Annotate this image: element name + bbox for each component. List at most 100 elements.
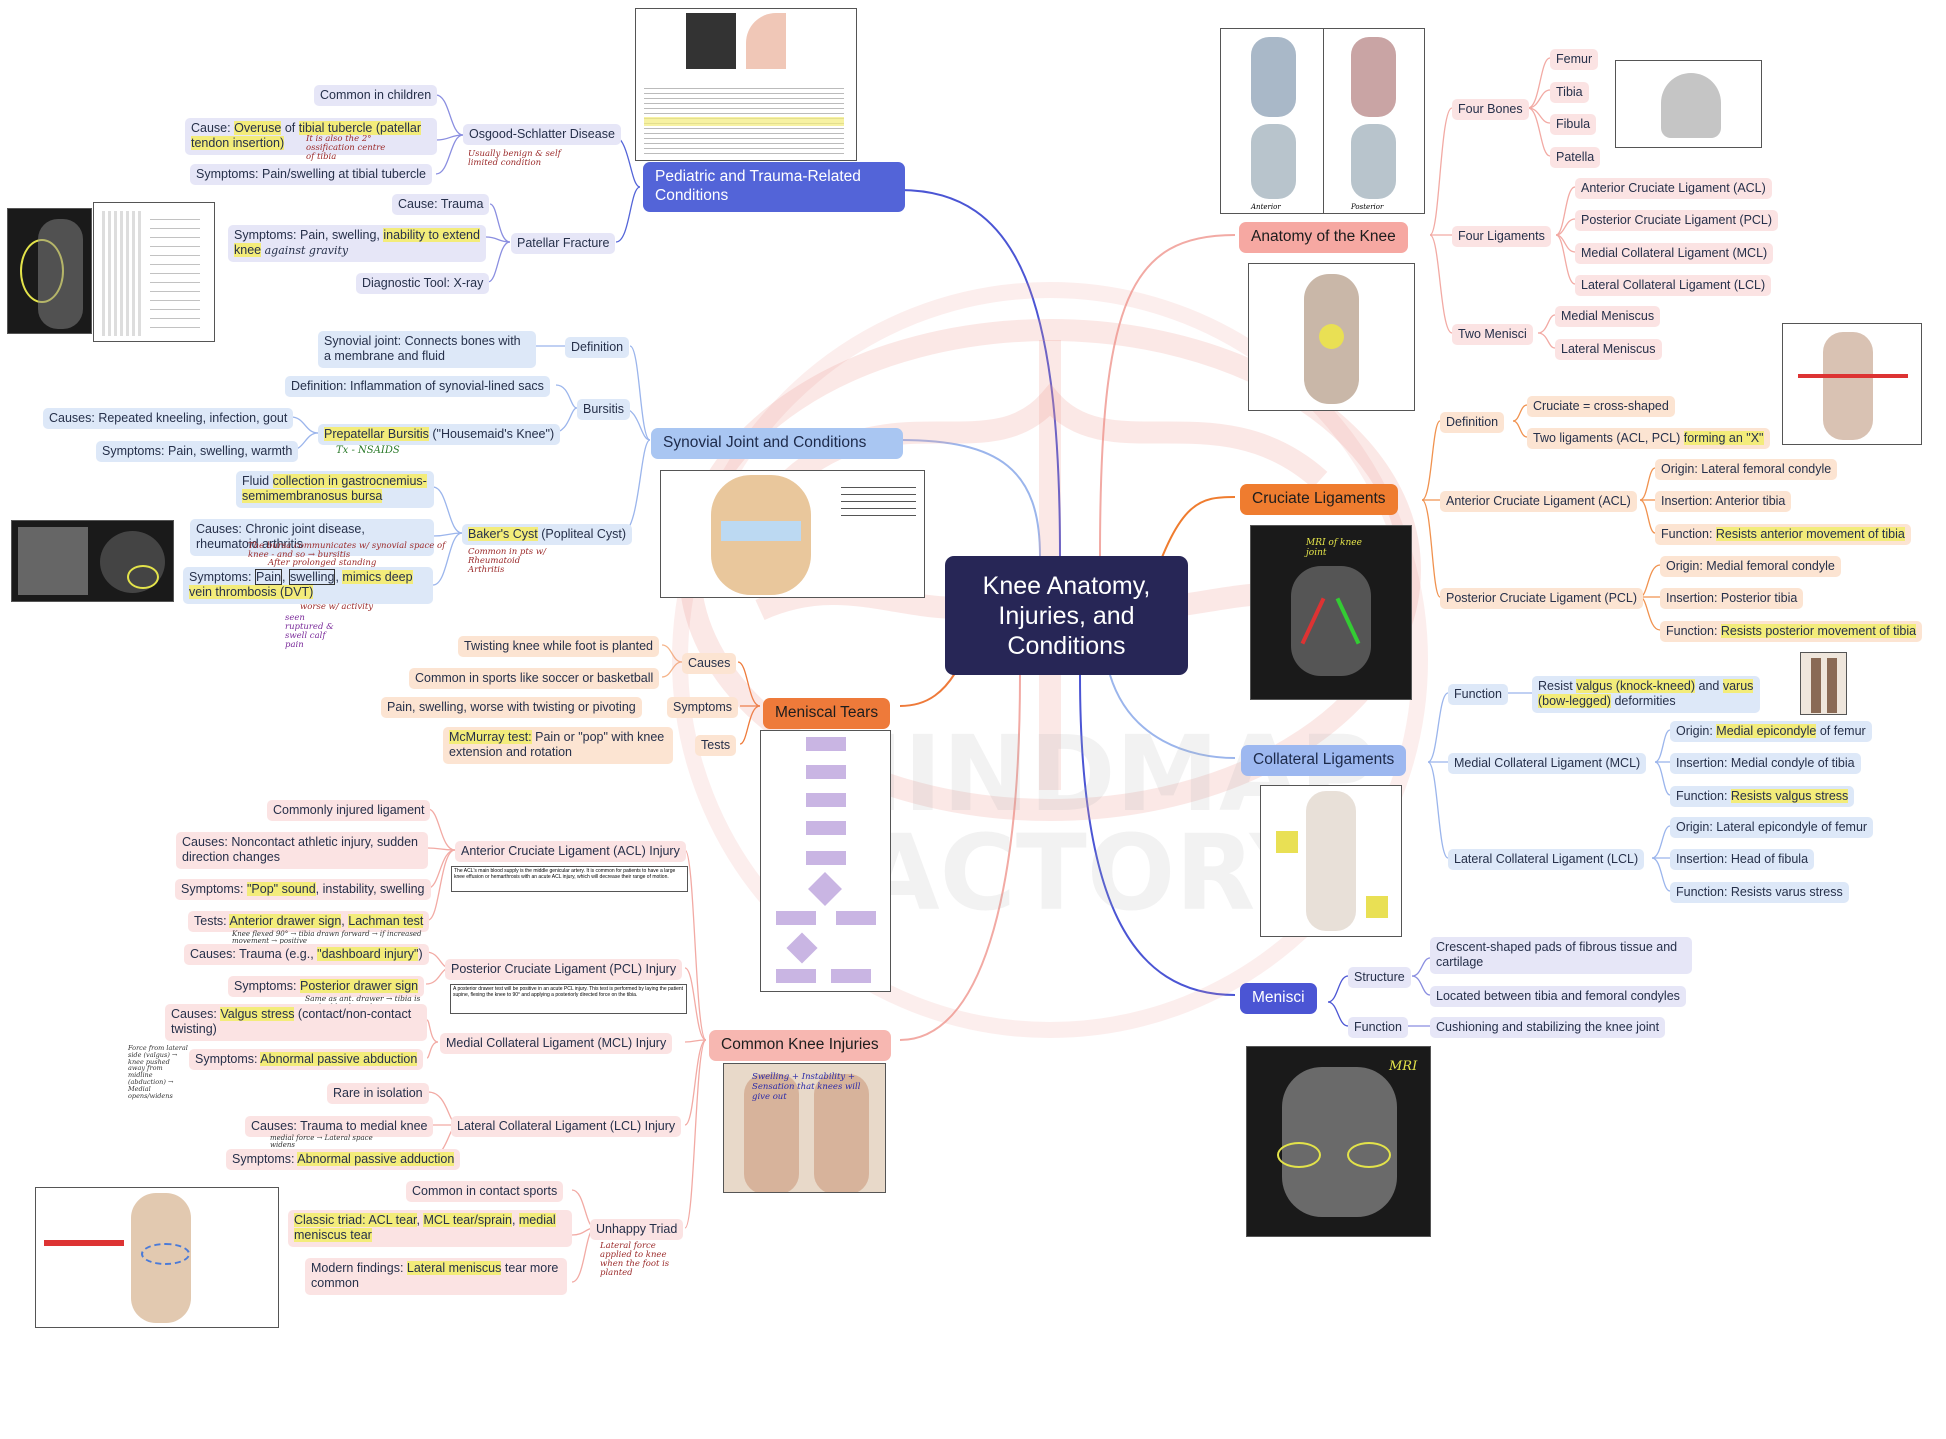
cruciate-def-1[interactable]: Cruciate = cross-shaped xyxy=(1527,396,1675,418)
meniscal-cause-1[interactable]: Twisting knee while foot is planted xyxy=(458,636,659,658)
lcl-causes[interactable]: Causes: Trauma to medial knee xyxy=(245,1116,434,1138)
acl-injury[interactable]: Anterior Cruciate Ligament (ACL) Injury xyxy=(455,841,686,863)
four-bones[interactable]: Four Bones xyxy=(1452,99,1529,121)
lcl-injury[interactable]: Lateral Collateral Ligament (LCL) Injury xyxy=(451,1116,682,1138)
cruciate-pcl-insertion[interactable]: Insertion: Posterior tibia xyxy=(1660,588,1804,610)
branch-anatomy[interactable]: Anatomy of the Knee xyxy=(1239,222,1408,253)
menisci-function[interactable]: Function xyxy=(1348,1017,1408,1039)
central-topic[interactable]: Knee Anatomy, Injuries, and Conditions xyxy=(945,556,1188,675)
collateral-function[interactable]: Function xyxy=(1448,684,1508,706)
acl-symptoms[interactable]: Symptoms: "Pop" sound, instability, swel… xyxy=(175,879,431,901)
bone-femur[interactable]: Femur xyxy=(1550,49,1599,71)
pcl-causes[interactable]: Causes: Trauma (e.g., "dashboard injury"… xyxy=(184,944,429,966)
ligament-acl[interactable]: Anterior Cruciate Ligament (ACL) xyxy=(1575,178,1772,200)
cruciate-acl-origin[interactable]: Origin: Lateral femoral condyle xyxy=(1655,459,1838,481)
bone-tibia[interactable]: Tibia xyxy=(1550,82,1589,104)
medial-meniscus[interactable]: Medial Meniscus xyxy=(1555,306,1661,328)
branch-menisci[interactable]: Menisci xyxy=(1240,983,1317,1014)
pcl-symptoms[interactable]: Symptoms: Posterior drawer sign xyxy=(228,976,425,998)
triad-classic[interactable]: Classic triad: ACL tear, MCL tear/sprain… xyxy=(288,1210,572,1247)
osgood-symptoms[interactable]: Symptoms: Pain/swelling at tibial tuberc… xyxy=(190,164,432,186)
lcl-rare[interactable]: Rare in isolation xyxy=(327,1083,429,1105)
mcl-symptoms[interactable]: Symptoms: Abnormal passive abduction xyxy=(189,1049,424,1071)
osgood-cause[interactable]: Cause: Overuse of tibial tubercle (patel… xyxy=(185,118,437,155)
acl-tests[interactable]: Tests: Anterior drawer sign, Lachman tes… xyxy=(188,911,430,933)
cruciate-acl[interactable]: Anterior Cruciate Ligament (ACL) xyxy=(1440,491,1637,513)
collateral-lcl-function[interactable]: Function: Resists varus stress xyxy=(1670,882,1849,904)
cruciate-definition[interactable]: Definition xyxy=(1440,412,1505,434)
triad-modern-hl: Lateral meniscus xyxy=(406,1261,502,1275)
unhappy-triad[interactable]: Unhappy Triad xyxy=(590,1219,684,1241)
meniscal-causes[interactable]: Causes xyxy=(682,653,737,675)
branch-synovial[interactable]: Synovial Joint and Conditions xyxy=(651,428,903,459)
osgood-node[interactable]: Osgood-Schlatter Disease xyxy=(463,124,621,146)
branch-pediatric[interactable]: Pediatric and Trauma-Related Conditions xyxy=(643,162,905,212)
cruciate-acl-function[interactable]: Function: Resists anterior movement of t… xyxy=(1655,524,1911,546)
prepatellar-causes[interactable]: Causes: Repeated kneeling, infection, go… xyxy=(43,408,294,430)
collateral-mcl[interactable]: Medial Collateral Ligament (MCL) xyxy=(1448,753,1647,775)
menisci-function-1[interactable]: Cushioning and stabilizing the knee join… xyxy=(1430,1017,1666,1039)
mcl-causes[interactable]: Causes: Valgus stress (contact/non-conta… xyxy=(165,1004,427,1041)
bursitis-definition[interactable]: Definition: Inflammation of synovial-lin… xyxy=(285,376,550,398)
mcl-injury[interactable]: Medial Collateral Ligament (MCL) Injury xyxy=(440,1033,673,1055)
branch-cruciate[interactable]: Cruciate Ligaments xyxy=(1240,484,1398,515)
branch-common-injuries[interactable]: Common Knee Injuries xyxy=(709,1030,891,1061)
menisci-structure-2[interactable]: Located between tibia and femoral condyl… xyxy=(1430,986,1686,1008)
collateral-mcl-origin-hl: Medial epicondyle xyxy=(1716,724,1817,738)
patellar-symptoms[interactable]: Symptoms: Pain, swelling, inability to e… xyxy=(228,225,486,262)
acl-symptoms-hl: "Pop" sound xyxy=(247,882,316,896)
prepatellar-symptoms[interactable]: Symptoms: Pain, swelling, warmth xyxy=(96,441,299,463)
acl-common[interactable]: Commonly injured ligament xyxy=(267,800,431,822)
patellar-cause[interactable]: Cause: Trauma xyxy=(392,194,490,216)
collateral-function-mid: and xyxy=(1695,679,1723,693)
ligament-pcl[interactable]: Posterior Cruciate Ligament (PCL) xyxy=(1575,210,1779,232)
pcl-injury[interactable]: Posterior Cruciate Ligament (PCL) Injury xyxy=(445,959,683,981)
meniscal-test-mcmurray[interactable]: McMurray test: Pain or "pop" with knee e… xyxy=(443,727,673,764)
baker-fluid[interactable]: Fluid collection in gastrocnemius-semime… xyxy=(236,471,434,508)
triad-note: Lateral force applied to knee when the f… xyxy=(600,1241,670,1278)
baker-causes[interactable]: Causes: Chronic joint disease, rheumatoi… xyxy=(190,519,434,556)
bone-fibula[interactable]: Fibula xyxy=(1550,114,1597,136)
two-menisci[interactable]: Two Menisci xyxy=(1452,324,1533,346)
menisci-structure[interactable]: Structure xyxy=(1348,967,1411,989)
bone-patella[interactable]: Patella xyxy=(1550,147,1601,169)
synovial-def-text[interactable]: Synovial joint: Connects bones with a me… xyxy=(318,331,536,368)
lcl-symptoms[interactable]: Symptoms: Abnormal passive adduction xyxy=(226,1149,461,1171)
baker-symptoms[interactable]: Symptoms: Pain, swelling, mimics deep ve… xyxy=(183,567,433,604)
prepatellar-bursitis[interactable]: Prepatellar Bursitis ("Housemaid's Knee"… xyxy=(318,424,561,446)
meniscal-symptom-1[interactable]: Pain, swelling, worse with twisting or p… xyxy=(381,697,642,719)
bursitis-node[interactable]: Bursitis xyxy=(577,399,630,421)
acl-causes[interactable]: Causes: Noncontact athletic injury, sudd… xyxy=(176,832,428,869)
patellar-diagnostic[interactable]: Diagnostic Tool: X-ray xyxy=(356,273,490,295)
meniscal-tests[interactable]: Tests xyxy=(695,735,737,757)
lateral-meniscus[interactable]: Lateral Meniscus xyxy=(1555,339,1662,361)
cruciate-acl-insertion[interactable]: Insertion: Anterior tibia xyxy=(1655,491,1792,513)
mcmurray-hl: McMurray test: xyxy=(449,730,532,744)
cruciate-pcl[interactable]: Posterior Cruciate Ligament (PCL) xyxy=(1440,588,1644,610)
cruciate-pcl-function[interactable]: Function: Resists posterior movement of … xyxy=(1660,621,1923,643)
collateral-mcl-origin[interactable]: Origin: Medial epicondyle of femur xyxy=(1670,721,1872,743)
meniscal-symptoms[interactable]: Symptoms xyxy=(667,697,739,719)
cruciate-pcl-origin[interactable]: Origin: Medial femoral condyle xyxy=(1660,556,1841,578)
collateral-lcl[interactable]: Lateral Collateral Ligament (LCL) xyxy=(1448,849,1645,871)
osgood-children[interactable]: Common in children xyxy=(314,85,438,107)
menisci-structure-1[interactable]: Crescent-shaped pads of fibrous tissue a… xyxy=(1430,937,1692,974)
collateral-lcl-insertion[interactable]: Insertion: Head of fibula xyxy=(1670,849,1815,871)
meniscal-cause-2[interactable]: Common in sports like soccer or basketba… xyxy=(409,668,660,690)
four-ligaments[interactable]: Four Ligaments xyxy=(1452,226,1551,248)
collateral-function-text[interactable]: Resist valgus (knock-kneed) and varus (b… xyxy=(1532,676,1760,713)
triad-modern[interactable]: Modern findings: Lateral meniscus tear m… xyxy=(305,1258,567,1295)
collateral-function-rest: deformities xyxy=(1610,694,1676,709)
branch-collateral[interactable]: Collateral Ligaments xyxy=(1241,745,1407,776)
triad-contact-sports[interactable]: Common in contact sports xyxy=(406,1181,564,1203)
patellar-fracture-node[interactable]: Patellar Fracture xyxy=(511,233,616,255)
synovial-definition[interactable]: Definition xyxy=(565,337,630,359)
collateral-mcl-insertion[interactable]: Insertion: Medial condyle of tibia xyxy=(1670,753,1861,775)
cruciate-def-2[interactable]: Two ligaments (ACL, PCL) forming an "X" xyxy=(1527,428,1770,450)
baker-cyst[interactable]: Baker's Cyst (Popliteal Cyst) xyxy=(462,524,632,546)
branch-meniscal-tears[interactable]: Meniscal Tears xyxy=(763,698,891,729)
collateral-lcl-origin[interactable]: Origin: Lateral epicondyle of femur xyxy=(1670,817,1874,839)
collateral-mcl-function[interactable]: Function: Resists valgus stress xyxy=(1670,786,1855,808)
ligament-lcl[interactable]: Lateral Collateral Ligament (LCL) xyxy=(1575,275,1772,297)
ligament-mcl[interactable]: Medial Collateral Ligament (MCL) xyxy=(1575,243,1774,265)
